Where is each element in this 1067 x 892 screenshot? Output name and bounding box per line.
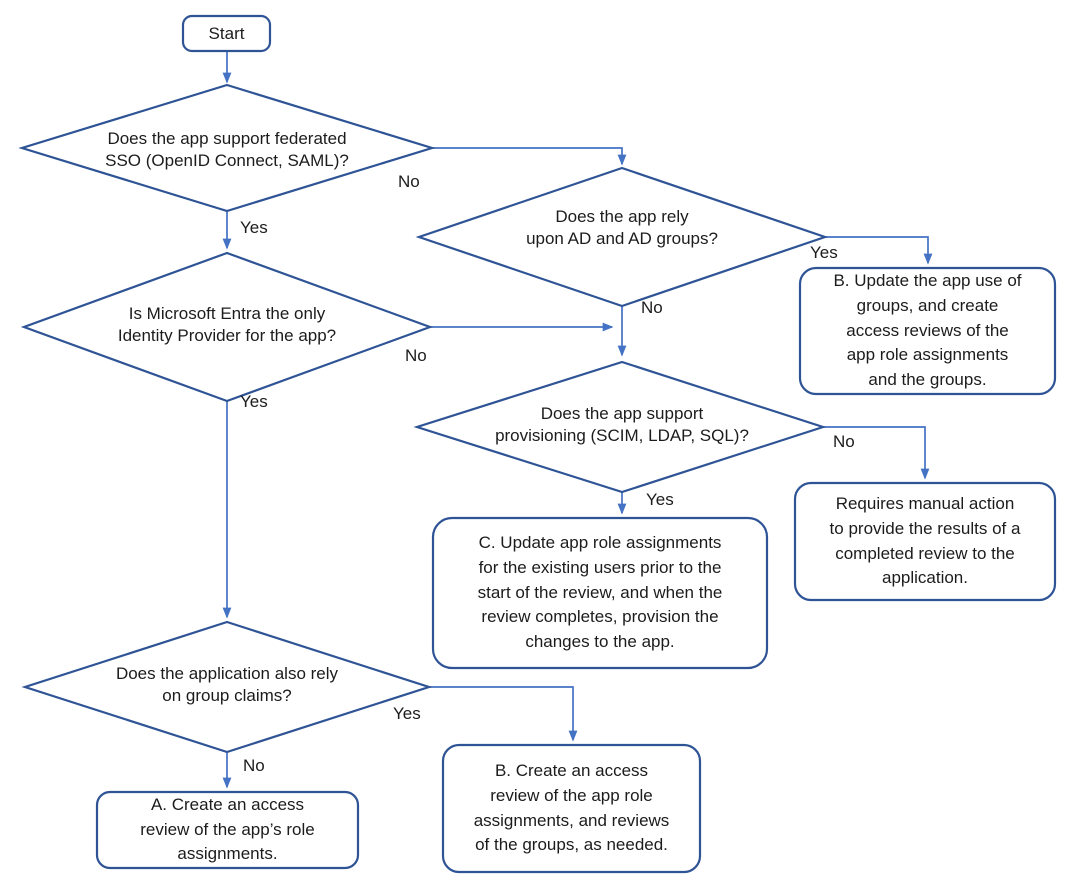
decision-provisioning-shape xyxy=(413,360,827,494)
edge-label-provisioning-yes: Yes xyxy=(646,490,674,509)
decision-ad-groups-label: Does the app rely upon AD and AD groups? xyxy=(526,206,718,248)
decision-entra-only-idp-shape xyxy=(20,251,434,403)
edge-label-group-claims-yes: Yes xyxy=(393,704,421,723)
decision-provisioning-label: Does the app support provisioning (SCIM,… xyxy=(495,403,749,445)
box-update-role-assignments-label: C. Update app role assignments for the e… xyxy=(477,533,723,651)
start-node-shape xyxy=(181,14,272,53)
edge-label-ad-groups-yes: Yes xyxy=(810,243,838,262)
edge-label-provisioning-no: No xyxy=(833,432,855,451)
decision-federated-sso-label: Does the app support federated SSO (Open… xyxy=(105,128,349,170)
box-manual-action-shape xyxy=(793,481,1057,602)
box-review-roles-and-groups-label: B. Create an access review of the app ro… xyxy=(473,761,670,855)
decision-federated-sso-shape xyxy=(18,83,436,213)
edge-label-entra-idp-yes: Yes xyxy=(240,392,268,411)
edge-group-claims-yes xyxy=(429,686,578,742)
edge-ad-groups-yes xyxy=(825,236,933,265)
decision-entra-only-idp-label: Is Microsoft Entra the only Identity Pro… xyxy=(117,303,337,345)
edge-provisioning-no xyxy=(823,426,930,480)
edge-label-federated-no: No xyxy=(398,172,420,191)
decision-group-claims-label: Does the application also rely on group … xyxy=(115,663,339,705)
edge-label-ad-groups-no: No xyxy=(641,298,663,317)
decision-ad-groups-shape xyxy=(415,166,829,308)
box-review-app-roles-shape xyxy=(95,790,360,870)
edge-federated-no xyxy=(432,147,627,166)
box-update-app-groups-label: B. Update the app use of groups, and cre… xyxy=(833,271,1022,389)
start-node-label: Start xyxy=(208,23,245,43)
box-review-app-roles-label: A. Create an access review of the app’s … xyxy=(140,795,315,864)
decision-group-claims-shape xyxy=(21,620,433,754)
edge-label-federated-yes: Yes xyxy=(240,218,268,237)
edge-label-group-claims-no: No xyxy=(243,756,265,775)
edge-label-entra-idp-no: No xyxy=(405,346,427,365)
box-review-roles-and-groups-shape xyxy=(441,743,702,874)
box-update-role-assignments-shape xyxy=(431,516,769,670)
box-manual-action-label: Requires manual action to provide the re… xyxy=(829,494,1021,588)
box-update-app-groups-shape xyxy=(798,266,1057,396)
